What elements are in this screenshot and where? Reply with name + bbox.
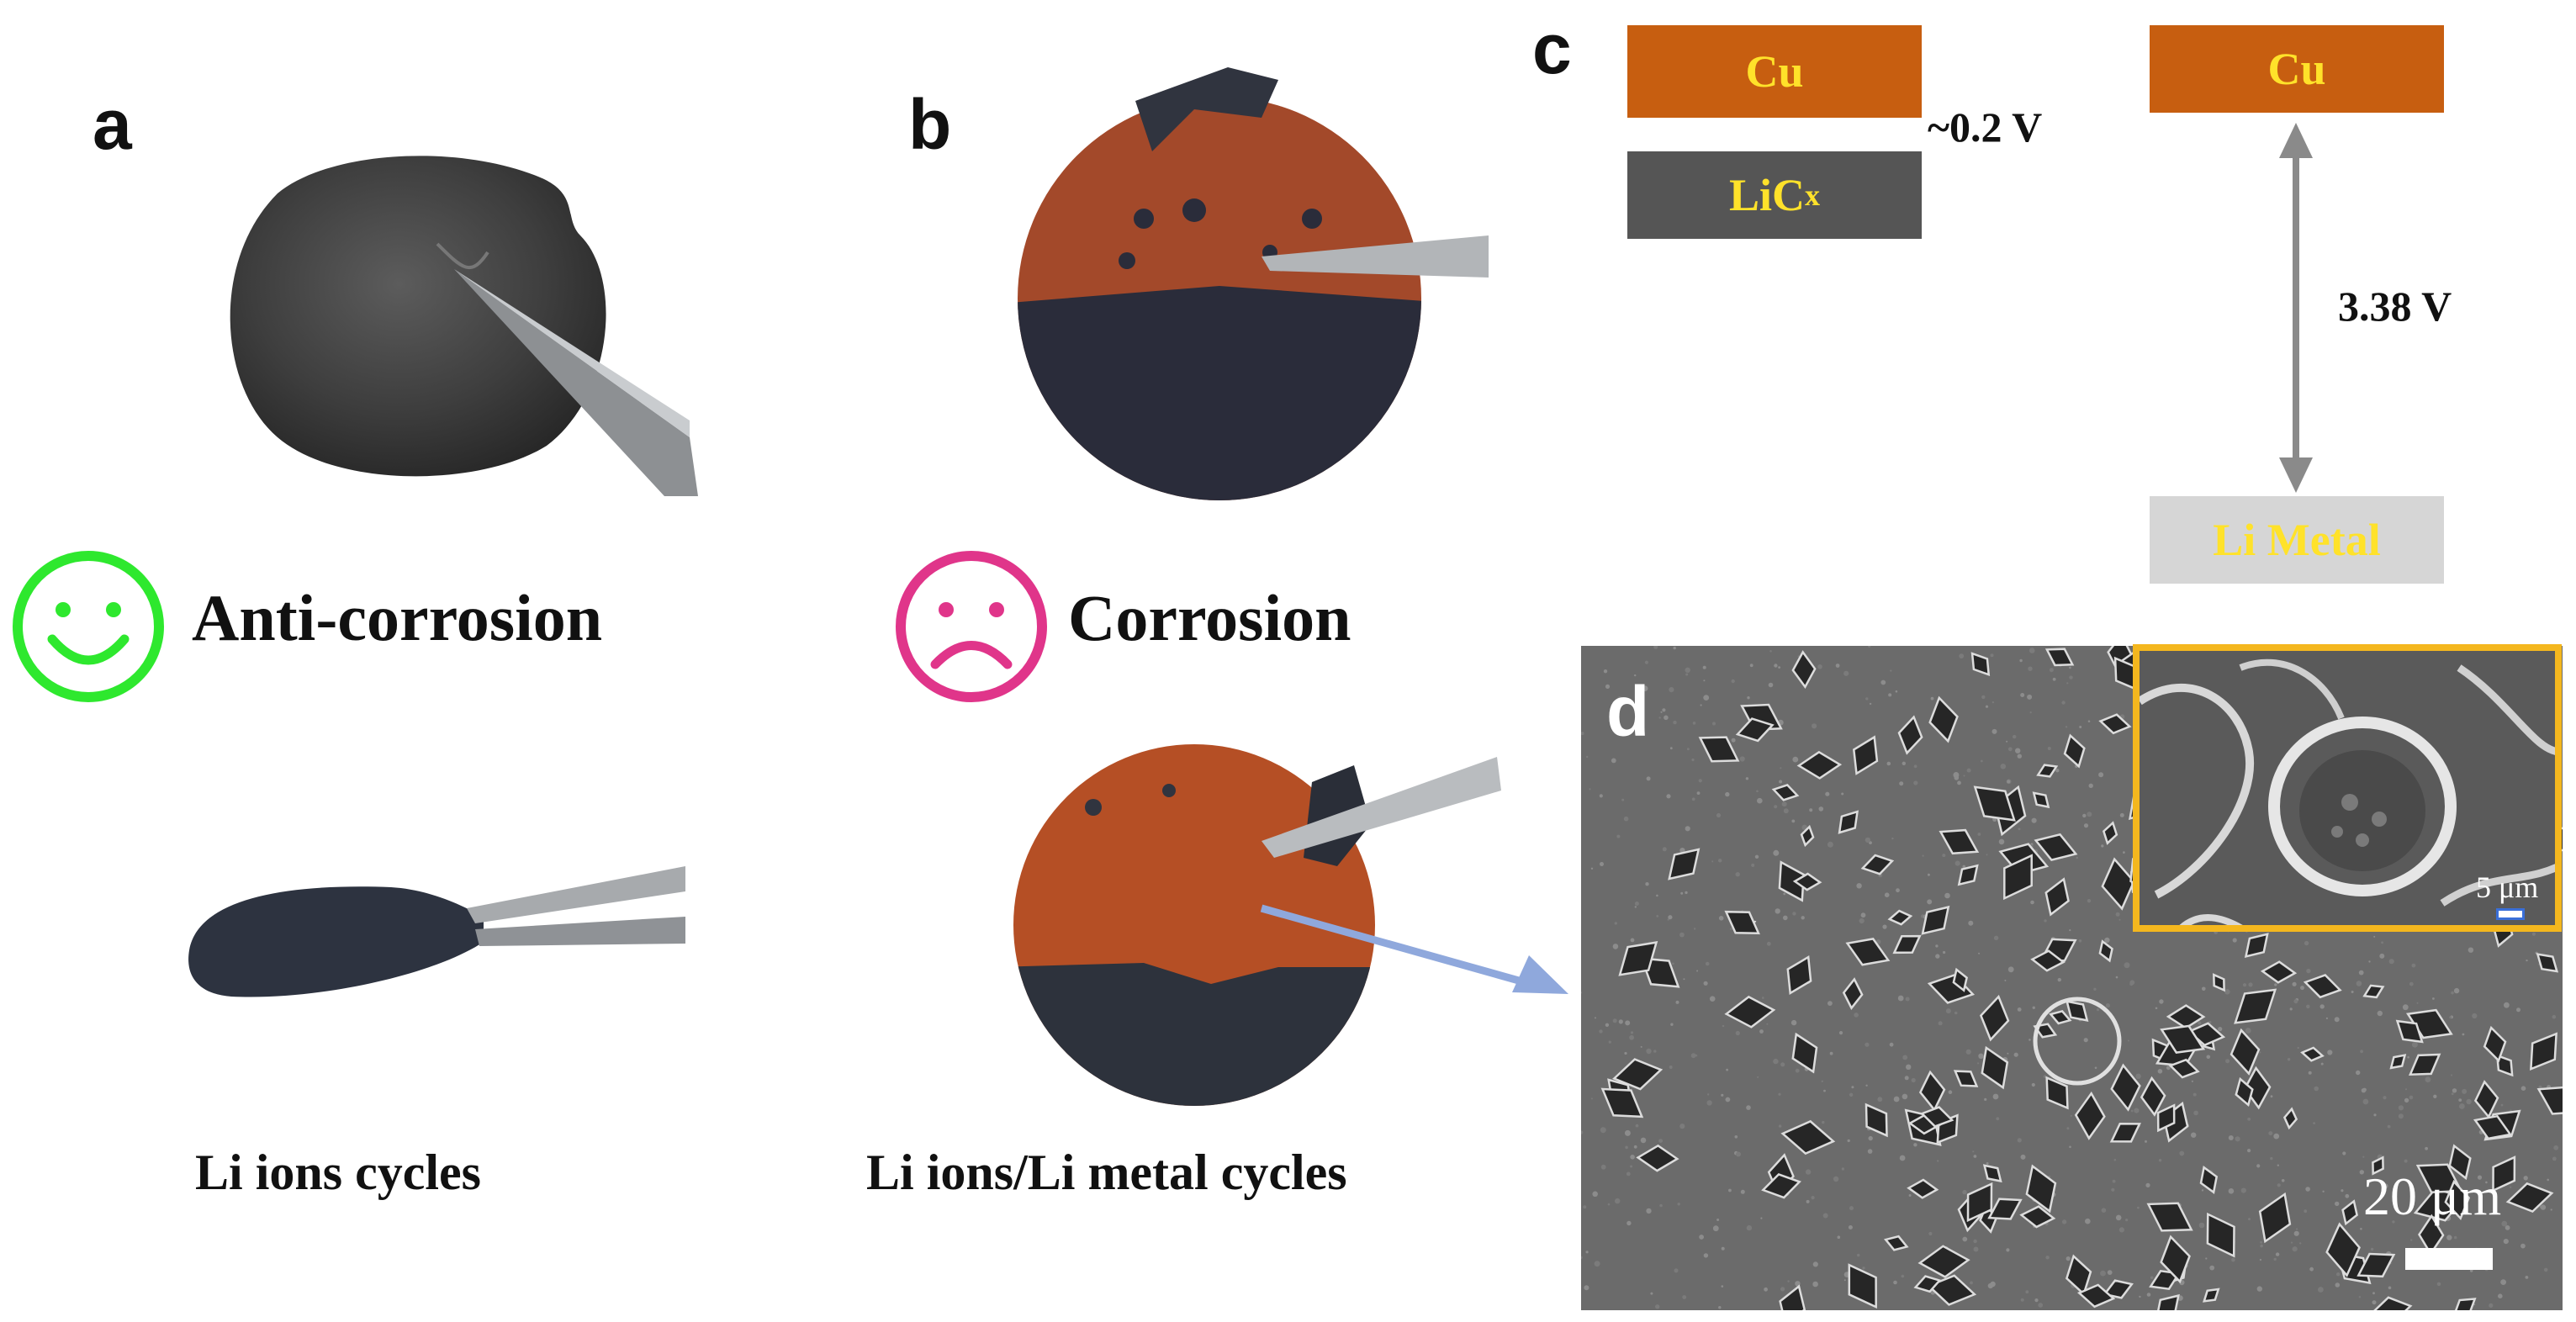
panel-label-d: d (1606, 672, 1650, 751)
anti-corrosion-label: Anti-corrosion (192, 581, 603, 654)
voltage-gap-left: ~0.2 V (1928, 103, 2043, 151)
graphite-folded-photo-bottom (188, 866, 685, 997)
li-ions-li-metal-cycles-caption: Li ions/Li metal cycles (866, 1145, 1347, 1200)
double-arrow (2279, 123, 2313, 493)
licx-level-subscript: x (1805, 178, 1821, 212)
corrosion-label: Corrosion (1068, 581, 1351, 654)
voltage-gap-right: 3.38 V (2338, 283, 2452, 330)
scale-bar-inset-label: 5 μm (2476, 870, 2539, 904)
pointer-arrow (1260, 904, 1568, 994)
sem-inset-zoom: 5 μm (2133, 644, 2562, 932)
panel-label-b: b (908, 85, 952, 164)
graphite-disk-photo-top (230, 156, 698, 496)
panel-label-a: a (93, 85, 132, 164)
li-metal-level: Li Metal (2150, 496, 2444, 584)
scale-bar-inset (2496, 908, 2525, 920)
li-metal-level-label: Li Metal (2213, 515, 2381, 565)
scale-bar-main-label: 20 μm (2363, 1166, 2502, 1226)
licx-level-label: LiC (1728, 170, 1806, 220)
li-ions-cycles-caption: Li ions cycles (195, 1145, 481, 1200)
sem-inset-texture (2140, 651, 2555, 925)
frown-icon (896, 551, 1047, 702)
cu-level-left-label: Cu (1745, 46, 1804, 97)
cu-level-right: Cu (2150, 25, 2444, 113)
copper-disk-photo-top (1018, 67, 1489, 500)
cu-level-left: Cu (1627, 25, 1922, 118)
smiley-icon (13, 551, 164, 702)
panel-label-c: c (1532, 9, 1572, 88)
copper-disk-photo-bottom (1013, 744, 1501, 1106)
cu-level-right-label: Cu (2267, 44, 2326, 94)
scale-bar-main (2405, 1248, 2493, 1270)
